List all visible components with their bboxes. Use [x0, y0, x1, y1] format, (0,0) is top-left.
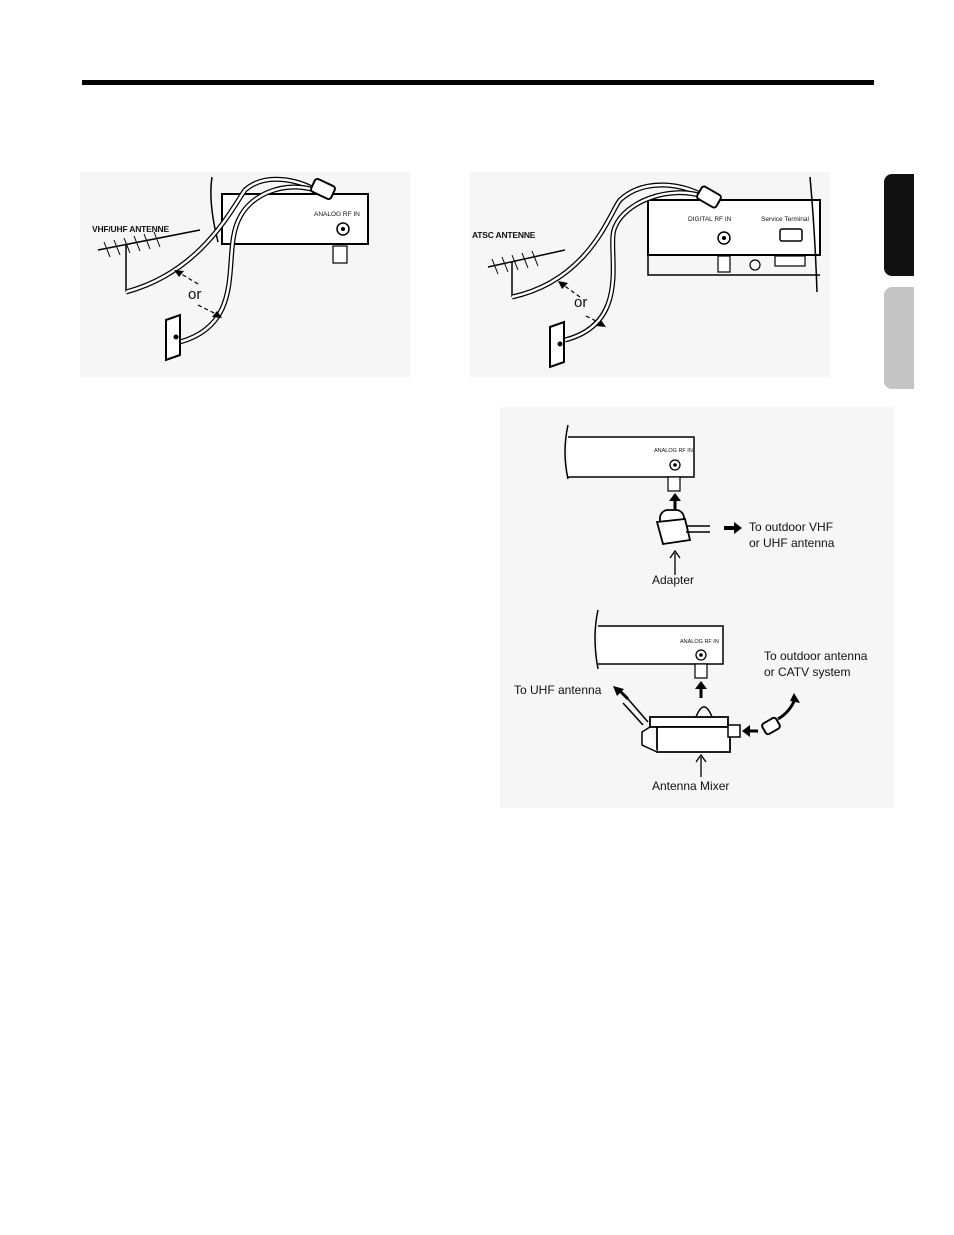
catv-system-label: or CATV system [764, 665, 851, 679]
or-label: or [188, 286, 202, 303]
antenna-icon [487, 249, 566, 297]
or-label: or [574, 294, 588, 311]
to-outdoor-antenna-label: To outdoor antenna [764, 649, 868, 663]
tv-rear-panel [221, 193, 369, 245]
antenna-label: VHF/UHF ANTENNE [92, 224, 169, 234]
antenna-label: ATSC ANTENNE [472, 230, 536, 240]
atsc-connection-diagram: ATSC ANTENNE DIGITAL RF IN Service Termi… [470, 172, 830, 377]
tv-rear-panel [598, 625, 724, 665]
vhf-uhf-connection-diagram: VHF/UHF ANTENNE ANALOG RF IN or [80, 172, 410, 377]
to-uhf-antenna-label: To UHF antenna [514, 683, 602, 697]
analog-rf-in-label: ANALOG RF IN [314, 211, 360, 218]
wall-outlet-icon [549, 320, 565, 369]
analog-rf-in-label: ANALOG RF IN [680, 639, 719, 645]
coax-connector-icon [310, 177, 336, 201]
digital-rf-in-label: DIGITAL RF IN [688, 216, 732, 223]
language-tab-inactive[interactable] [884, 287, 914, 389]
language-tab-active[interactable] [884, 174, 914, 276]
adapter-mixer-diagram: ANALOG RF IN To outdoor VHF or UHF anten… [500, 407, 894, 808]
wall-outlet-icon [165, 313, 181, 362]
to-outdoor-vhf-label: To outdoor VHF [749, 520, 834, 534]
coax-connector-icon [761, 698, 797, 736]
adapter-label: Adapter [652, 573, 695, 587]
analog-rf-in-label: ANALOG RF IN [654, 448, 693, 454]
to-uhf-antenna-line2-label: or UHF antenna [749, 536, 835, 550]
coax-connector-icon [696, 185, 722, 209]
tv-rear-panel [568, 436, 695, 478]
service-terminal-port [779, 228, 803, 242]
tv-rear-panel [647, 199, 821, 256]
antenna-mixer-icon [622, 698, 741, 753]
antenna-mixer-label: Antenna Mixer [652, 779, 730, 793]
service-terminal-label: Service Terminal [761, 216, 809, 223]
antenna-icon [97, 229, 201, 292]
adapter-icon [655, 509, 710, 546]
header-rule [82, 80, 874, 85]
